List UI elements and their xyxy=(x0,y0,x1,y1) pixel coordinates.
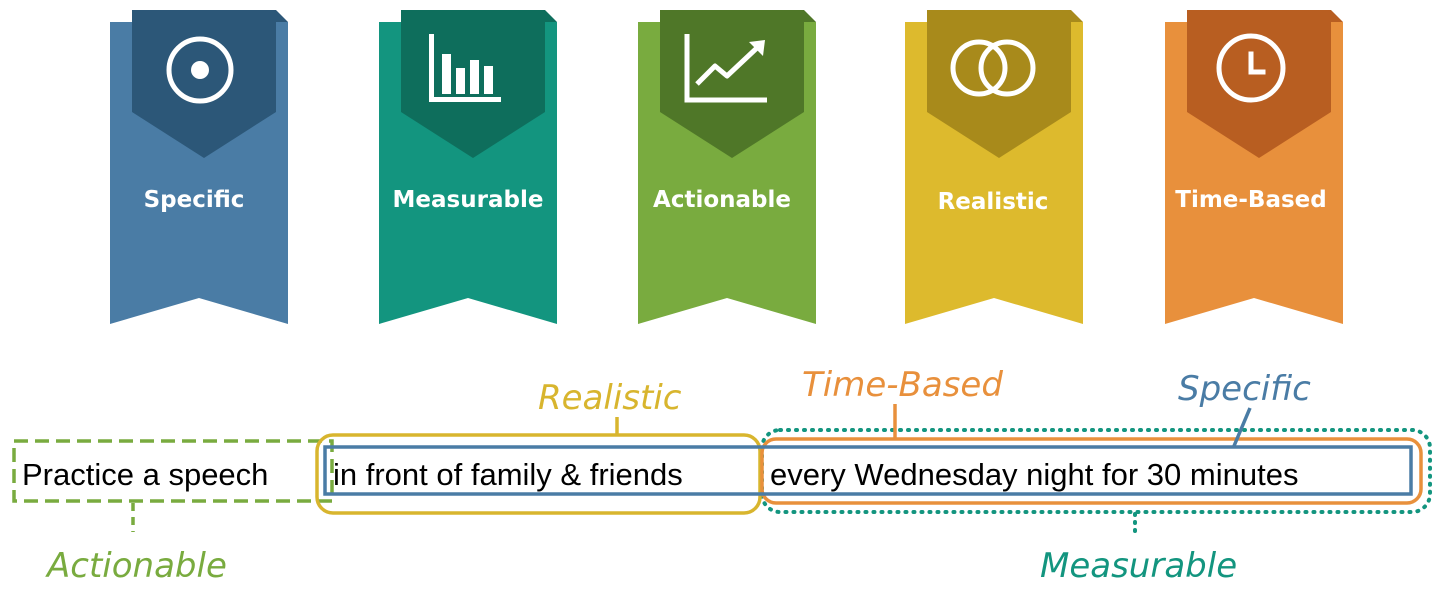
target-icon xyxy=(166,36,234,104)
banner-label-realistic: Realistic xyxy=(938,189,1049,215)
actionable-bracket xyxy=(12,439,334,503)
sentence-part-action: Practice a speech xyxy=(22,457,268,492)
banner-label-specific: Specific xyxy=(144,187,245,213)
overlapping-circles-icon xyxy=(950,39,1036,97)
time-based-bracket xyxy=(760,437,1423,505)
bar-chart-icon xyxy=(429,34,501,102)
banner-specific: Specific xyxy=(110,10,288,324)
banner-time-based: Time-Based xyxy=(1165,10,1343,324)
clock-icon xyxy=(1216,33,1286,103)
banner-actionable: Actionable xyxy=(638,10,816,324)
banner-realistic: Realistic xyxy=(905,10,1083,324)
annotation-actionable: Actionable xyxy=(45,546,227,586)
trend-line-icon xyxy=(684,34,767,103)
annotation-time-based: Time-Based xyxy=(802,365,1003,405)
annotation-realistic: Realistic xyxy=(538,378,682,418)
banner-label-time-based: Time-Based xyxy=(1175,187,1327,213)
annotation-specific: Specific xyxy=(1178,369,1311,409)
realistic-bracket xyxy=(315,433,762,515)
annotation-measurable: Measurable xyxy=(1040,546,1237,586)
sentence-part-schedule: every Wednesday night for 30 minutes xyxy=(770,457,1298,492)
banner-label-actionable: Actionable xyxy=(653,187,791,213)
specific-bracket xyxy=(323,445,1413,496)
sentence-part-setting: in front of family & friends xyxy=(333,457,683,492)
banner-measurable: Measurable xyxy=(379,10,557,324)
banner-label-measurable: Measurable xyxy=(393,187,544,213)
